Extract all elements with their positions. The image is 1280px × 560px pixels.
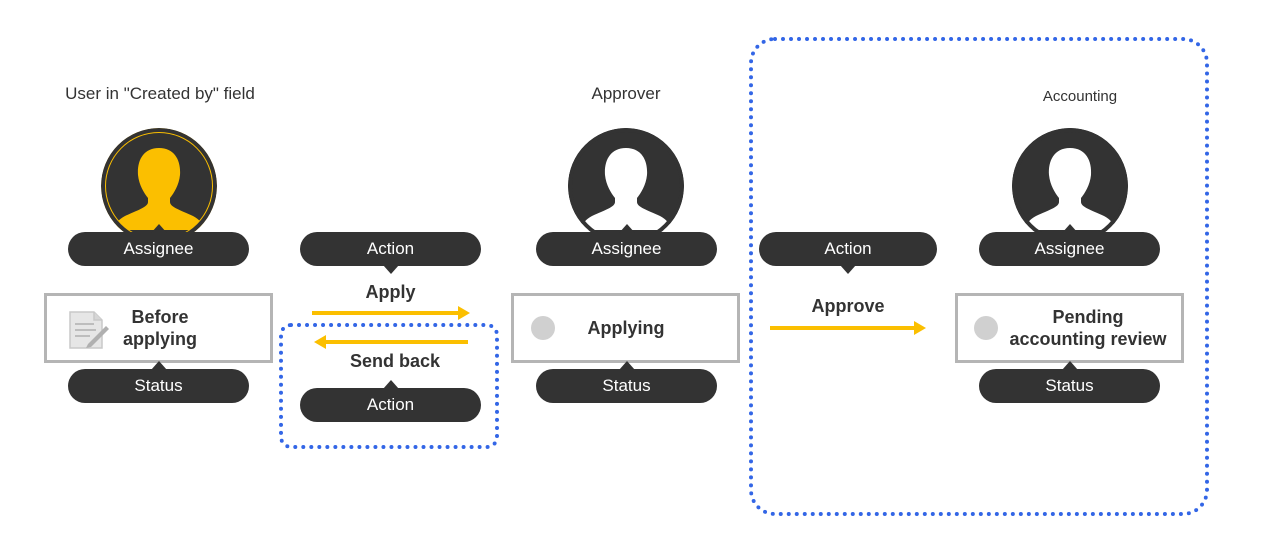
- apply-action-tag: Action: [300, 232, 481, 274]
- approval-stage-group-outline: [749, 37, 1209, 516]
- pending-accounting-status-text: Pending accounting review: [998, 306, 1178, 350]
- status-line: accounting review: [1009, 329, 1167, 349]
- apply-action-label: Apply: [365, 282, 416, 302]
- approve-action-label: Approve: [811, 296, 885, 316]
- notch-up: [618, 224, 635, 233]
- creator-role-label: User in "Created by" field: [65, 84, 255, 103]
- notch-down: [840, 265, 856, 274]
- status-tag-text: Status: [134, 376, 183, 395]
- status-line: Pending: [1052, 307, 1124, 327]
- document-edit-icon: [66, 310, 110, 350]
- notch-down: [382, 265, 399, 274]
- before-applying-status-text: Before applying: [110, 306, 210, 350]
- assignee-tag-text: Assignee: [1034, 239, 1105, 258]
- status-line: applying: [122, 329, 197, 349]
- notch-up: [1061, 361, 1078, 370]
- circle-icon: [974, 316, 998, 340]
- action-tag-text: Action: [366, 239, 415, 258]
- apply-arrow-icon: [312, 306, 472, 320]
- send-back-action-label: Send back: [349, 351, 441, 371]
- creator-assignee-tag: Assignee: [68, 224, 249, 266]
- send-back-arrow-icon: [312, 335, 472, 349]
- accounting-avatar-icon: [1012, 128, 1128, 244]
- notch-up: [150, 224, 167, 233]
- applying-status-text: Applying: [587, 318, 665, 338]
- approve-arrow-icon: [770, 321, 930, 335]
- notch-up: [382, 380, 399, 389]
- notch-up: [1061, 224, 1078, 233]
- approver-status-tag: Status: [536, 361, 717, 403]
- status-tag-text: Status: [1045, 376, 1094, 395]
- creator-avatar-icon: [101, 128, 217, 244]
- accounting-status-tag: Status: [979, 361, 1160, 403]
- action-tag-text: Action: [366, 395, 415, 414]
- creator-status-tag: Status: [68, 361, 249, 403]
- action-tag-text: Action: [824, 239, 872, 258]
- approver-assignee-tag: Assignee: [536, 224, 717, 266]
- approver-role-label: Approver: [591, 84, 661, 103]
- circle-icon: [531, 316, 555, 340]
- notch-up: [618, 361, 635, 370]
- accounting-role-label: Accounting: [1042, 88, 1118, 105]
- approve-action-tag: Action: [759, 232, 937, 274]
- send-back-action-tag: Action: [300, 380, 481, 422]
- status-tag-text: Status: [602, 376, 651, 395]
- notch-up: [150, 361, 167, 370]
- assignee-tag-text: Assignee: [123, 239, 194, 258]
- assignee-tag-text: Assignee: [591, 239, 662, 258]
- send-back-group-outline: [279, 323, 499, 449]
- status-line: Before: [131, 307, 189, 327]
- accounting-assignee-tag: Assignee: [979, 224, 1160, 266]
